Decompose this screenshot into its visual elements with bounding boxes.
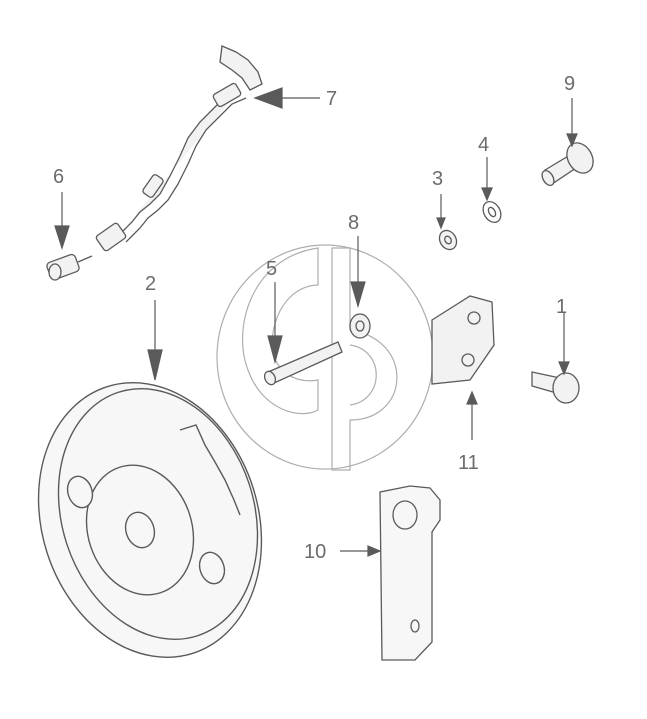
- callout-7: 7: [326, 88, 338, 110]
- fuel-line: [95, 45, 263, 252]
- callout-1: 1: [556, 296, 568, 318]
- callout-3: 3: [432, 168, 444, 190]
- callout-10: 10: [304, 541, 327, 563]
- bolt-1: [531, 371, 580, 404]
- gear-wheel: [37, 382, 263, 658]
- callout-11: 11: [458, 452, 479, 474]
- callout-2: 2: [145, 273, 157, 295]
- callout-6: 6: [53, 166, 65, 188]
- callout-9: 9: [564, 73, 576, 95]
- callout-8: 8: [348, 212, 360, 234]
- leader-arrows: [54, 87, 578, 557]
- callout-4: 4: [478, 134, 490, 156]
- nut-3: [438, 229, 458, 251]
- banjo-fitting: [46, 253, 93, 281]
- lever-10: [379, 485, 441, 661]
- bolt-9: [541, 142, 594, 187]
- callout-5: 5: [266, 258, 278, 280]
- washer-4: [482, 201, 502, 223]
- shaft-5: [263, 313, 371, 386]
- mounting-bracket: [431, 295, 495, 385]
